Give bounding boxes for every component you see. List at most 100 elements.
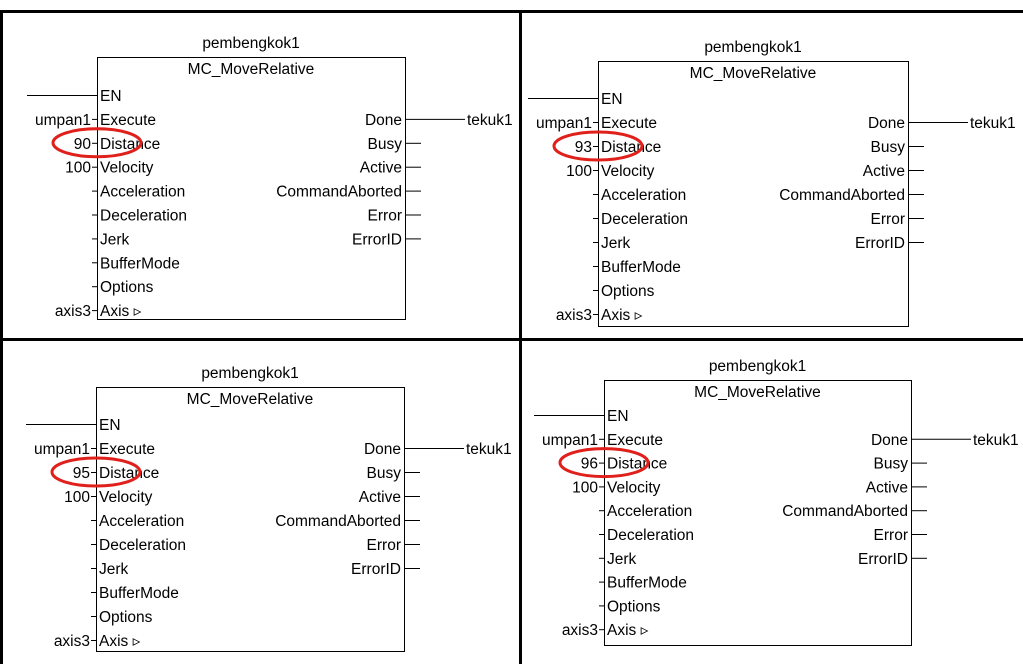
block-type-name: MC_MoveRelative	[690, 65, 817, 82]
pin-active: Active	[863, 163, 905, 180]
pin-axis: Axis ▹	[607, 622, 649, 639]
pin-en: EN	[100, 88, 122, 105]
pin-execute: Execute	[100, 112, 156, 129]
pin-deceleration: Deceleration	[607, 527, 694, 544]
pin-options: Options	[99, 609, 153, 626]
input-value-velocity: 100	[566, 163, 592, 180]
pin-done: Done	[364, 441, 401, 458]
pin-jerk: Jerk	[100, 231, 130, 248]
pin-deceleration: Deceleration	[601, 211, 688, 228]
pin-active: Active	[359, 489, 401, 506]
pin-velocity: Velocity	[601, 163, 655, 180]
pin-distance: Distance	[607, 456, 667, 473]
pin-deceleration: Deceleration	[100, 208, 187, 225]
pin-acceleration: Acceleration	[100, 184, 185, 201]
pin-buffermode: BufferMode	[100, 255, 180, 272]
pin-jerk: Jerk	[601, 235, 631, 252]
pin-execute: Execute	[607, 432, 663, 449]
pin-velocity: Velocity	[99, 489, 153, 506]
input-value-distance: 96	[581, 456, 598, 473]
pin-commandaborted: CommandAborted	[779, 187, 905, 204]
pin-acceleration: Acceleration	[607, 503, 692, 520]
function-block-box	[604, 380, 912, 646]
block-type-name: MC_MoveRelative	[187, 391, 314, 408]
input-value-execute: umpan1	[536, 115, 592, 132]
function-block-box	[97, 57, 406, 320]
highlight-ellipse	[50, 456, 142, 488]
pin-errorid: ErrorID	[351, 561, 401, 578]
pin-buffermode: BufferMode	[607, 575, 687, 592]
instance-name: pembengkok1	[202, 35, 299, 52]
pin-error: Error	[874, 527, 908, 544]
input-value-axis: axis3	[55, 303, 91, 320]
input-value-axis: axis3	[562, 622, 598, 639]
pin-acceleration: Acceleration	[99, 513, 184, 530]
input-value-velocity: 100	[65, 160, 91, 177]
pin-errorid: ErrorID	[858, 551, 908, 568]
output-value-done: tekuk1	[467, 112, 513, 129]
input-value-distance: 95	[73, 465, 90, 482]
pin-commandaborted: CommandAborted	[275, 513, 401, 530]
input-value-execute: umpan1	[35, 112, 91, 129]
output-value-done: tekuk1	[973, 432, 1019, 449]
pin-busy: Busy	[871, 139, 906, 156]
pin-buffermode: BufferMode	[99, 585, 179, 602]
instance-name: pembengkok1	[709, 358, 806, 375]
pin-commandaborted: CommandAborted	[276, 184, 402, 201]
block-type-name: MC_MoveRelative	[188, 61, 315, 78]
pin-busy: Busy	[367, 465, 402, 482]
instance-name: pembengkok1	[704, 39, 801, 56]
input-value-execute: umpan1	[542, 432, 598, 449]
pin-en: EN	[601, 91, 623, 108]
input-value-execute: umpan1	[34, 441, 90, 458]
pin-execute: Execute	[99, 441, 155, 458]
pin-en: EN	[607, 408, 629, 425]
output-value-done: tekuk1	[466, 441, 512, 458]
instance-name: pembengkok1	[201, 365, 298, 382]
pin-jerk: Jerk	[99, 561, 129, 578]
pin-distance: Distance	[100, 136, 160, 153]
pin-error: Error	[367, 537, 401, 554]
pin-distance: Distance	[601, 139, 661, 156]
highlight-ellipse	[558, 447, 650, 479]
pin-velocity: Velocity	[607, 479, 661, 496]
pin-options: Options	[100, 279, 154, 296]
panel-grid	[0, 10, 1023, 664]
pin-jerk: Jerk	[607, 551, 637, 568]
pin-errorid: ErrorID	[855, 235, 905, 252]
input-value-distance: 90	[74, 136, 92, 153]
pin-done: Done	[365, 112, 402, 129]
block-type-name: MC_MoveRelative	[694, 384, 821, 401]
input-value-axis: axis3	[556, 307, 592, 324]
pin-done: Done	[868, 115, 905, 132]
highlight-ellipse	[552, 130, 644, 162]
pin-axis: Axis ▹	[99, 633, 141, 650]
pin-busy: Busy	[874, 456, 909, 473]
pin-execute: Execute	[601, 115, 657, 132]
pin-busy: Busy	[368, 136, 403, 153]
highlight-ellipse	[51, 127, 143, 159]
input-value-velocity: 100	[64, 489, 90, 506]
pin-options: Options	[601, 283, 655, 300]
pin-commandaborted: CommandAborted	[782, 503, 908, 520]
pin-deceleration: Deceleration	[99, 537, 186, 554]
pin-done: Done	[871, 432, 908, 449]
pin-axis: Axis ▹	[601, 307, 643, 324]
pin-distance: Distance	[99, 465, 159, 482]
function-block-box	[96, 387, 405, 652]
pin-errorid: ErrorID	[352, 231, 402, 248]
pin-options: Options	[607, 598, 661, 615]
pin-en: EN	[99, 417, 121, 434]
input-value-axis: axis3	[54, 633, 90, 650]
function-block-box	[598, 61, 909, 327]
pin-buffermode: BufferMode	[601, 259, 681, 276]
input-value-distance: 93	[575, 139, 592, 156]
pin-acceleration: Acceleration	[601, 187, 686, 204]
pin-error: Error	[871, 211, 905, 228]
output-value-done: tekuk1	[970, 115, 1016, 132]
